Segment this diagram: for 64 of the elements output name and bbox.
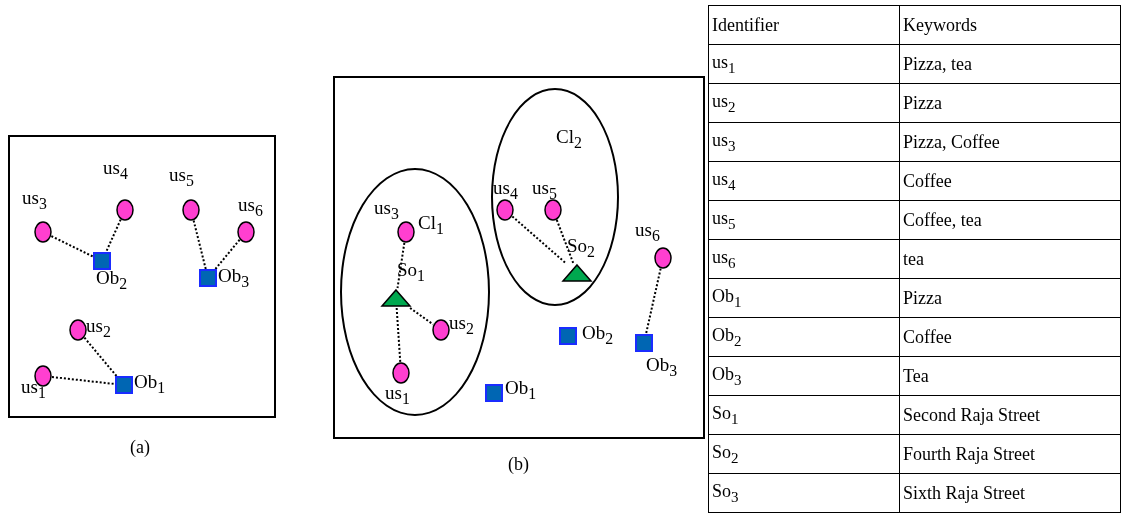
node-label: us$_{5}$ bbox=[532, 178, 557, 203]
node-label: us$_{4}$ bbox=[103, 158, 128, 183]
dotted-connector bbox=[396, 241, 406, 289]
table-cell: Coffee bbox=[899, 161, 1121, 201]
node-label: Ob$_{1}$ bbox=[505, 378, 537, 403]
dotted-connector bbox=[645, 267, 662, 335]
dotted-connector bbox=[50, 235, 94, 258]
table-cell: Sixth Raja Street bbox=[899, 473, 1121, 513]
node-label: us$_{2}$ bbox=[449, 313, 474, 338]
table-cell: Ob$_{3}$ bbox=[708, 356, 900, 396]
table-cell: us$_{2}$ bbox=[708, 83, 900, 123]
dotted-connector bbox=[83, 336, 118, 377]
node-label: us$_{1}$ bbox=[21, 377, 46, 402]
table-cell: So$_{1}$ bbox=[708, 395, 900, 435]
table-cell: Pizza bbox=[899, 83, 1121, 123]
node-label: Cl$_{2}$ bbox=[556, 127, 582, 152]
dotted-connector bbox=[395, 307, 402, 364]
dotted-connector bbox=[192, 219, 207, 270]
table-cell: Pizza bbox=[899, 278, 1121, 318]
table-cell: Ob$_{1}$ bbox=[708, 278, 900, 318]
node-label: Ob$_{3}$ bbox=[218, 266, 250, 291]
node-label: us$_{6}$ bbox=[635, 220, 660, 245]
table-cell: Coffee bbox=[899, 317, 1121, 357]
dotted-connector bbox=[511, 215, 567, 264]
node-label: us$_{2}$ bbox=[86, 316, 111, 341]
table-cell: Fourth Raja Street bbox=[899, 434, 1121, 474]
node-label: us$_{6}$ bbox=[238, 195, 263, 220]
table-cell: Coffee, tea bbox=[899, 200, 1121, 240]
node-label: us$_{5}$ bbox=[169, 165, 194, 190]
cluster-ellipse bbox=[491, 88, 619, 306]
node-label: Ob$_{1}$ bbox=[134, 372, 166, 397]
table-cell: Identifier bbox=[708, 5, 900, 45]
table-cell: Pizza, Coffee bbox=[899, 122, 1121, 162]
dotted-connector bbox=[214, 238, 241, 270]
table-cell: Keywords bbox=[899, 5, 1121, 45]
dotted-connector bbox=[555, 218, 575, 264]
table-cell: us$_{3}$ bbox=[708, 122, 900, 162]
node-label: Ob$_{2}$ bbox=[582, 323, 614, 348]
table-cell: Ob$_{2}$ bbox=[708, 317, 900, 357]
cluster-ellipse bbox=[340, 168, 490, 416]
table-cell: Second Raja Street bbox=[899, 395, 1121, 435]
panel-caption: (b) bbox=[508, 455, 529, 475]
node-label: Ob$_{2}$ bbox=[96, 268, 128, 293]
table-cell: So$_{2}$ bbox=[708, 434, 900, 474]
table-cell: tea bbox=[899, 239, 1121, 279]
table-cell: Tea bbox=[899, 356, 1121, 396]
table-cell: us$_{4}$ bbox=[708, 161, 900, 201]
node-label: Ob$_{3}$ bbox=[646, 355, 678, 380]
table-cell: us$_{6}$ bbox=[708, 239, 900, 279]
dotted-connector bbox=[105, 218, 122, 253]
table-cell: us$_{1}$ bbox=[708, 44, 900, 84]
node-label: Cl$_{1}$ bbox=[418, 213, 444, 238]
node-label: us$_{1}$ bbox=[385, 383, 410, 408]
table-cell: us$_{5}$ bbox=[708, 200, 900, 240]
table-cell: Pizza, tea bbox=[899, 44, 1121, 84]
node-label: us$_{3}$ bbox=[374, 198, 399, 223]
node-label: us$_{3}$ bbox=[22, 188, 47, 213]
dotted-connector bbox=[50, 376, 116, 385]
table-cell: So$_{3}$ bbox=[708, 473, 900, 513]
node-label: So$_{1}$ bbox=[397, 260, 425, 285]
dotted-connector bbox=[409, 307, 435, 326]
panel-caption: (a) bbox=[130, 438, 150, 458]
node-label: us$_{4}$ bbox=[493, 178, 518, 203]
node-label: So$_{2}$ bbox=[567, 236, 595, 261]
